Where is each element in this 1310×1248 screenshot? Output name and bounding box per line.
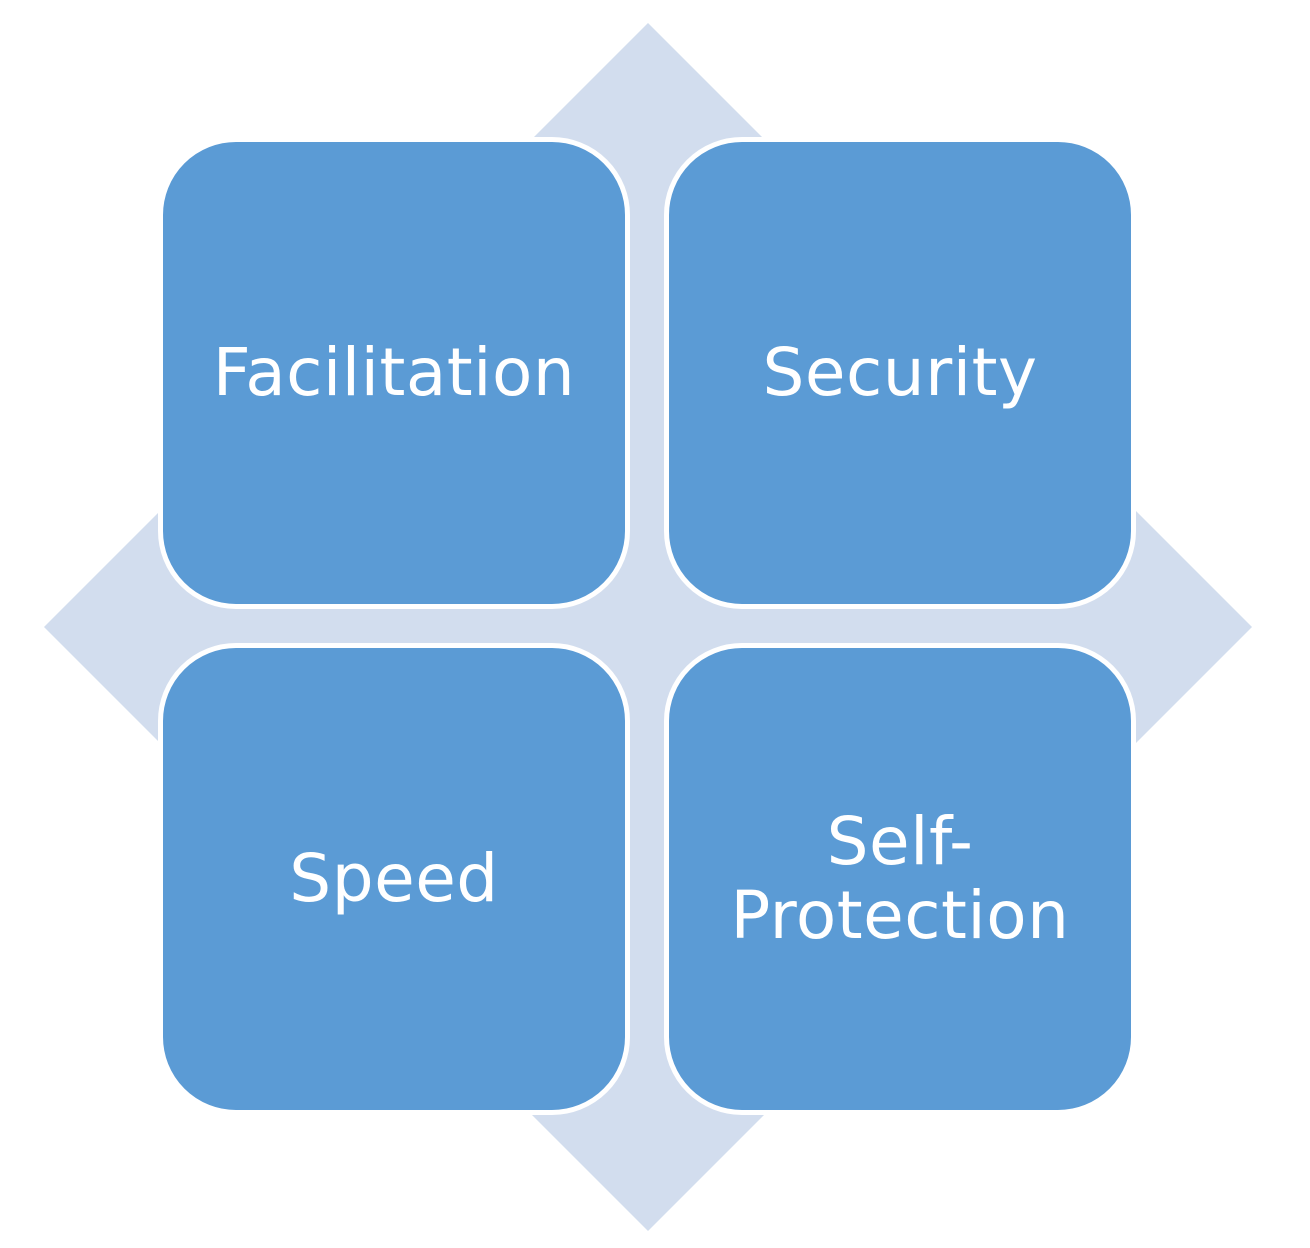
quadrant-bottom-left: Speed	[158, 643, 630, 1115]
quadrant-top-right: Security	[664, 137, 1136, 609]
quadrant-bottom-right: Self- Protection	[664, 643, 1136, 1115]
quadrant-label-speed: Speed	[289, 840, 499, 918]
quadrant-label-facilitation: Facilitation	[212, 334, 576, 412]
quadrant-label-self-protection: Self- Protection	[730, 803, 1070, 954]
quadrant-label-security: Security	[762, 334, 1038, 412]
quadrant-top-left: Facilitation	[158, 137, 630, 609]
